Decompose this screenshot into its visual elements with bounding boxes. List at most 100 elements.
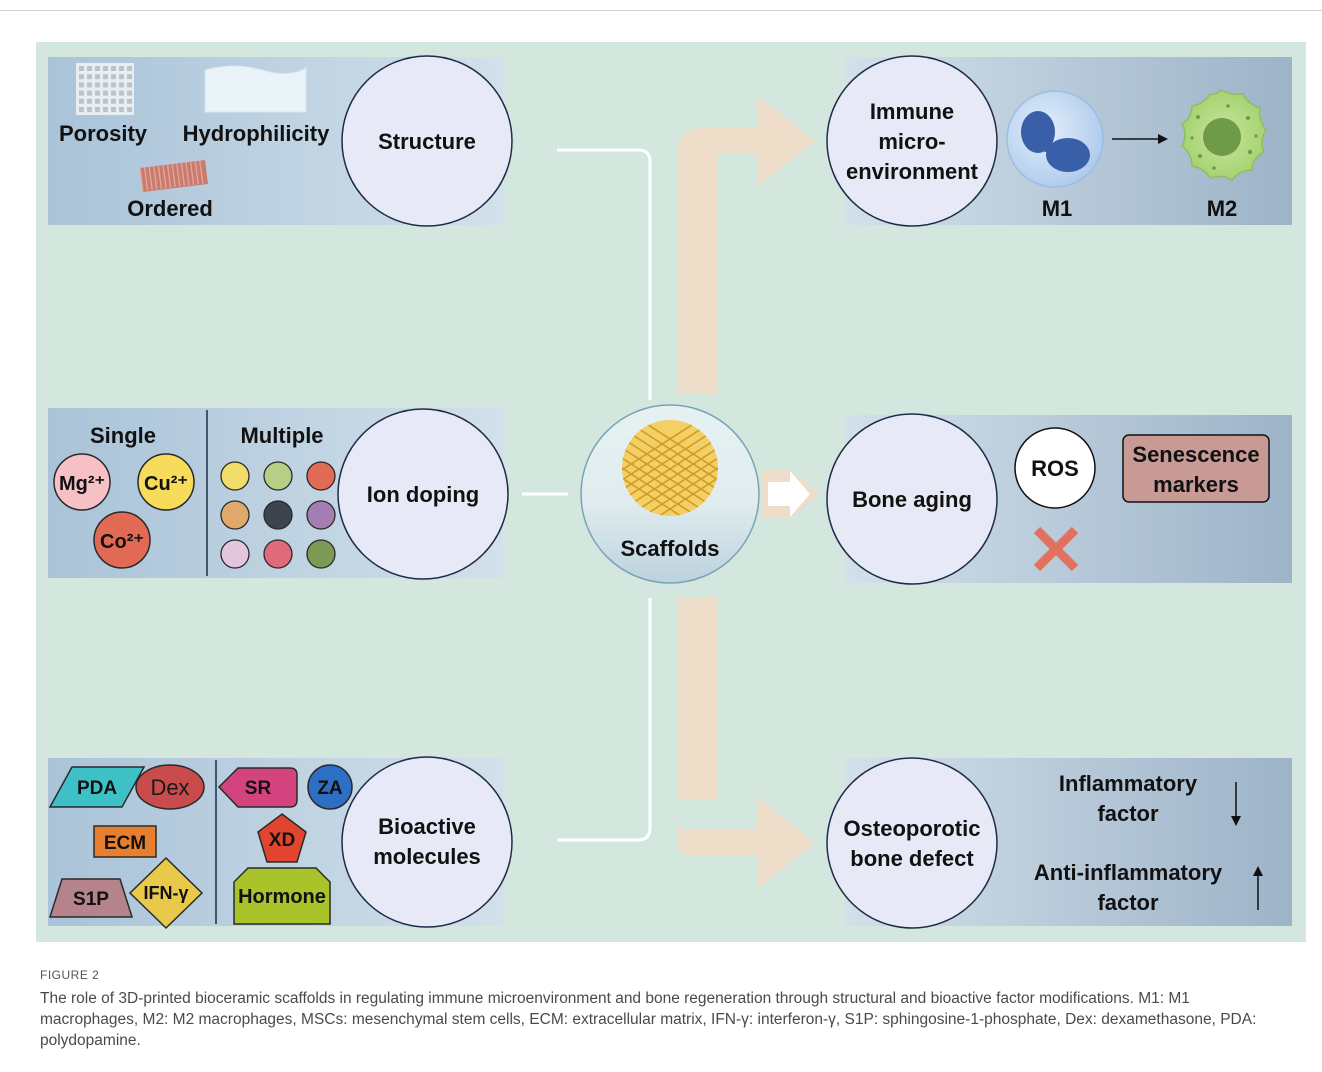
- fiber-line: [199, 160, 204, 184]
- pore-dot: [119, 82, 124, 88]
- pore-dot: [103, 74, 108, 80]
- mg-ion-label: Mg²⁺: [59, 473, 105, 495]
- anti-inflammatory-line2: factor: [1097, 890, 1159, 915]
- multiple-ion-dot: [306, 461, 336, 491]
- multiple-ion-dot: [220, 461, 250, 491]
- aging-circle: [826, 413, 998, 585]
- arrow-to-defect: [678, 598, 815, 888]
- ros-label: ROS: [1031, 456, 1079, 481]
- pore-dot: [111, 74, 116, 80]
- inflammatory-line2: factor: [1097, 801, 1159, 826]
- pore-dot: [87, 107, 92, 112]
- multiple-ion-dot: [306, 500, 336, 530]
- structure-circle: [341, 55, 513, 227]
- pore-dot: [103, 107, 108, 112]
- multiple-label: Multiple: [240, 423, 323, 448]
- ordered-fibers-icon: [139, 160, 208, 192]
- immune-label-line2: micro-: [878, 129, 945, 154]
- pore-dot: [87, 66, 92, 71]
- figure-number: FIGURE 2: [40, 968, 100, 982]
- s1p-label: S1P: [73, 889, 109, 910]
- pore-dot: [111, 107, 116, 112]
- porosity-label: Porosity: [59, 121, 148, 146]
- pore-dot: [111, 90, 116, 96]
- m1-label: M1: [1042, 196, 1073, 221]
- fiber-line: [171, 164, 176, 188]
- pore-dot: [127, 90, 132, 96]
- pore-dot: [103, 98, 108, 104]
- defect-label-line2: bone defect: [850, 846, 974, 871]
- defect-circle: [826, 757, 998, 929]
- pore-dot: [127, 66, 132, 71]
- pore-dot: [87, 82, 92, 88]
- pore-dot: [95, 90, 100, 96]
- pore-dot: [79, 90, 84, 96]
- pore-dot: [87, 74, 92, 80]
- surface-film-icon: [204, 65, 307, 113]
- multiple-ion-dot: [263, 539, 293, 569]
- fiber-line: [189, 161, 195, 186]
- ion-doping-circle-label: Ion doping: [367, 482, 479, 507]
- multiple-ion-dot: [263, 461, 293, 491]
- pore-dot: [79, 66, 84, 71]
- multiple-ion-dot: [306, 539, 336, 569]
- sr-shape: [217, 767, 298, 808]
- immune-label-line3: environment: [846, 159, 979, 184]
- ros-circle: [1014, 427, 1096, 509]
- bioactive-label-line1: Bioactive: [378, 814, 476, 839]
- fiber-line: [139, 167, 144, 192]
- arrow-aging-white: [768, 471, 810, 517]
- multiple-ion-dot: [220, 500, 250, 530]
- fiber-line: [166, 164, 172, 188]
- single-label: Single: [90, 423, 156, 448]
- structure-circle-label: Structure: [378, 129, 476, 154]
- inflammatory-line1: Inflammatory: [1059, 771, 1198, 796]
- s1p-shape: [48, 878, 134, 918]
- pore-dot: [127, 82, 132, 88]
- down-arrow-icon: [1231, 782, 1241, 826]
- mg-ion: [53, 453, 111, 511]
- bioactive-circle: [341, 756, 513, 928]
- top-divider: [0, 10, 1322, 11]
- fiber-line: [148, 166, 153, 190]
- m1-macrophage-icon: [1006, 90, 1104, 188]
- ecm-label: ECM: [104, 833, 146, 854]
- dex-label: Dex: [150, 775, 189, 800]
- connector-structure: [557, 148, 652, 400]
- pore-dot: [103, 82, 108, 88]
- senescence-line2: markers: [1153, 472, 1239, 497]
- co-ion: [93, 511, 151, 569]
- pore-dot: [95, 74, 100, 80]
- xd-label: XD: [269, 830, 295, 851]
- pore-dot: [95, 107, 100, 112]
- scaffold-diagram: Scaffolds Porosity Hydrophilicity Ordere…: [36, 42, 1306, 942]
- dex-shape: [135, 764, 205, 810]
- fiber-line: [153, 166, 158, 190]
- pore-dot: [111, 82, 116, 88]
- hormone-shape: [233, 867, 331, 925]
- aging-circle-label: Bone aging: [852, 487, 972, 512]
- pore-dot: [119, 74, 124, 80]
- caption-text: The role of 3D-printed bioceramic scaffo…: [40, 990, 1257, 1049]
- pore-dot: [103, 66, 108, 71]
- fiber-line: [162, 165, 167, 189]
- ecm-shape: [93, 825, 157, 858]
- ifn-label: IFN-γ: [144, 883, 189, 903]
- pore-dot: [79, 98, 84, 104]
- hormone-label: Hormone: [238, 886, 326, 908]
- pore-dot: [119, 66, 124, 71]
- up-arrow-icon: [1253, 866, 1263, 910]
- m1-to-m2-arrowhead: [1158, 134, 1168, 144]
- porous-grid-icon: [76, 63, 134, 115]
- pore-dot: [79, 74, 84, 80]
- sr-label: SR: [245, 778, 272, 799]
- pore-dot: [79, 82, 84, 88]
- pda-shape: [48, 766, 146, 808]
- pda-label: PDA: [77, 778, 117, 799]
- senescence-line1: Senescence: [1132, 442, 1259, 467]
- pore-dot: [111, 98, 116, 104]
- arrow-to-immune: [678, 96, 815, 393]
- immune-label-line1: Immune: [870, 99, 954, 124]
- pore-dot: [87, 98, 92, 104]
- multiple-ions-grid: [220, 461, 336, 569]
